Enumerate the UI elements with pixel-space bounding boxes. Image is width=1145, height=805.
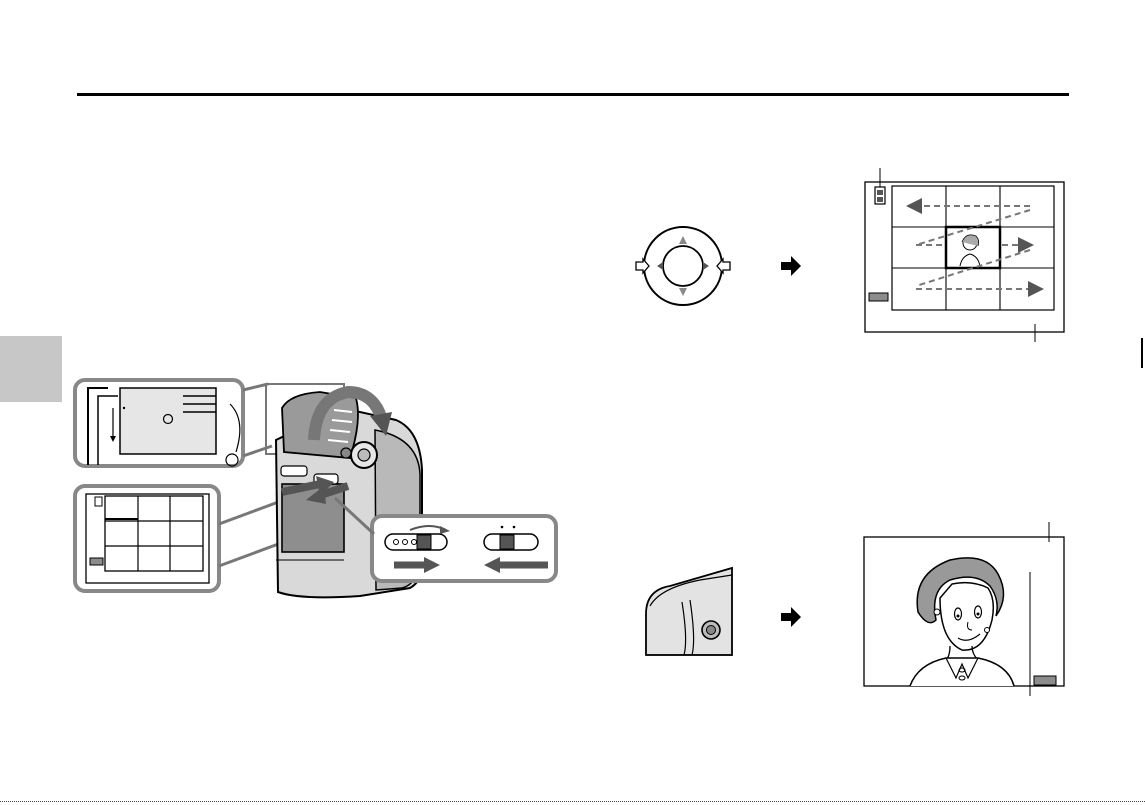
- camera-top-button-illustration: [646, 568, 732, 655]
- next-step-arrow-icon: [781, 256, 801, 276]
- next-step-arrow-icon-2: [781, 607, 801, 627]
- thumbnail-index-callout: [75, 486, 219, 591]
- index-scan-screen: [865, 168, 1064, 342]
- camera-open-monitor-illustration: [75, 380, 556, 597]
- hinge-detail-callout: [75, 380, 243, 466]
- full-frame-screen: [864, 522, 1064, 696]
- arrow-pad-illustration: [636, 227, 730, 305]
